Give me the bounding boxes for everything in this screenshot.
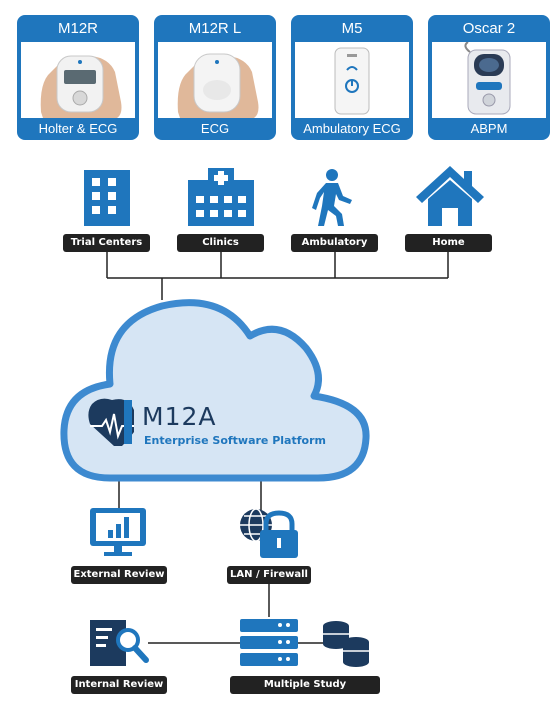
connector-lines	[106, 252, 449, 644]
device-photo-oscar-2	[432, 42, 546, 118]
home-icon	[416, 166, 484, 226]
label-clinics: Clinics	[177, 234, 264, 252]
device-photo-m12r	[21, 42, 135, 118]
platform-tagline: Enterprise Software Platform	[144, 434, 326, 447]
device-photo-m5	[295, 42, 409, 118]
m12a-logo-icon	[88, 398, 134, 446]
hospital-icon	[188, 168, 254, 226]
label-lan-firewall: LAN / Firewall	[227, 566, 311, 584]
device-title: Oscar 2	[462, 20, 516, 37]
device-subtitle: ECG	[200, 121, 230, 136]
device-title: M12R	[57, 20, 98, 37]
platform-name: M12A	[142, 402, 217, 431]
label-trial-centers: Trial Centers	[63, 234, 150, 252]
device-subtitle: Holter & ECG	[38, 121, 118, 136]
device-title: M12R L	[188, 20, 242, 37]
device-card-oscar-2: Oscar 2 ABPM	[428, 15, 550, 140]
label-external-review: External Review	[71, 566, 167, 584]
database-icon	[323, 621, 369, 667]
device-card-m12r-l: M12R L ECG	[154, 15, 276, 140]
building-icon	[84, 170, 130, 226]
label-ambulatory: Ambulatory	[291, 234, 378, 252]
device-title: M5	[341, 20, 363, 37]
label-home: Home	[405, 234, 492, 252]
label-multiple-study-management: Multiple Study Management	[230, 676, 380, 708]
monitor-chart-icon	[90, 508, 146, 556]
walking-person-icon	[312, 169, 352, 226]
device-card-m5: M5 Ambulatory ECG	[291, 15, 413, 140]
label-internal-review: Internal Review	[71, 676, 167, 694]
server-rack-icon	[240, 619, 298, 666]
device-card-m12r: M12R Holter & ECG	[17, 15, 139, 140]
device-subtitle: ABPM	[470, 121, 508, 136]
platform-cloud	[60, 299, 370, 482]
globe-lock-icon	[240, 508, 298, 558]
device-subtitle: Ambulatory ECG	[303, 121, 401, 136]
document-search-icon	[90, 620, 149, 666]
device-photo-m12r-l	[158, 42, 272, 118]
